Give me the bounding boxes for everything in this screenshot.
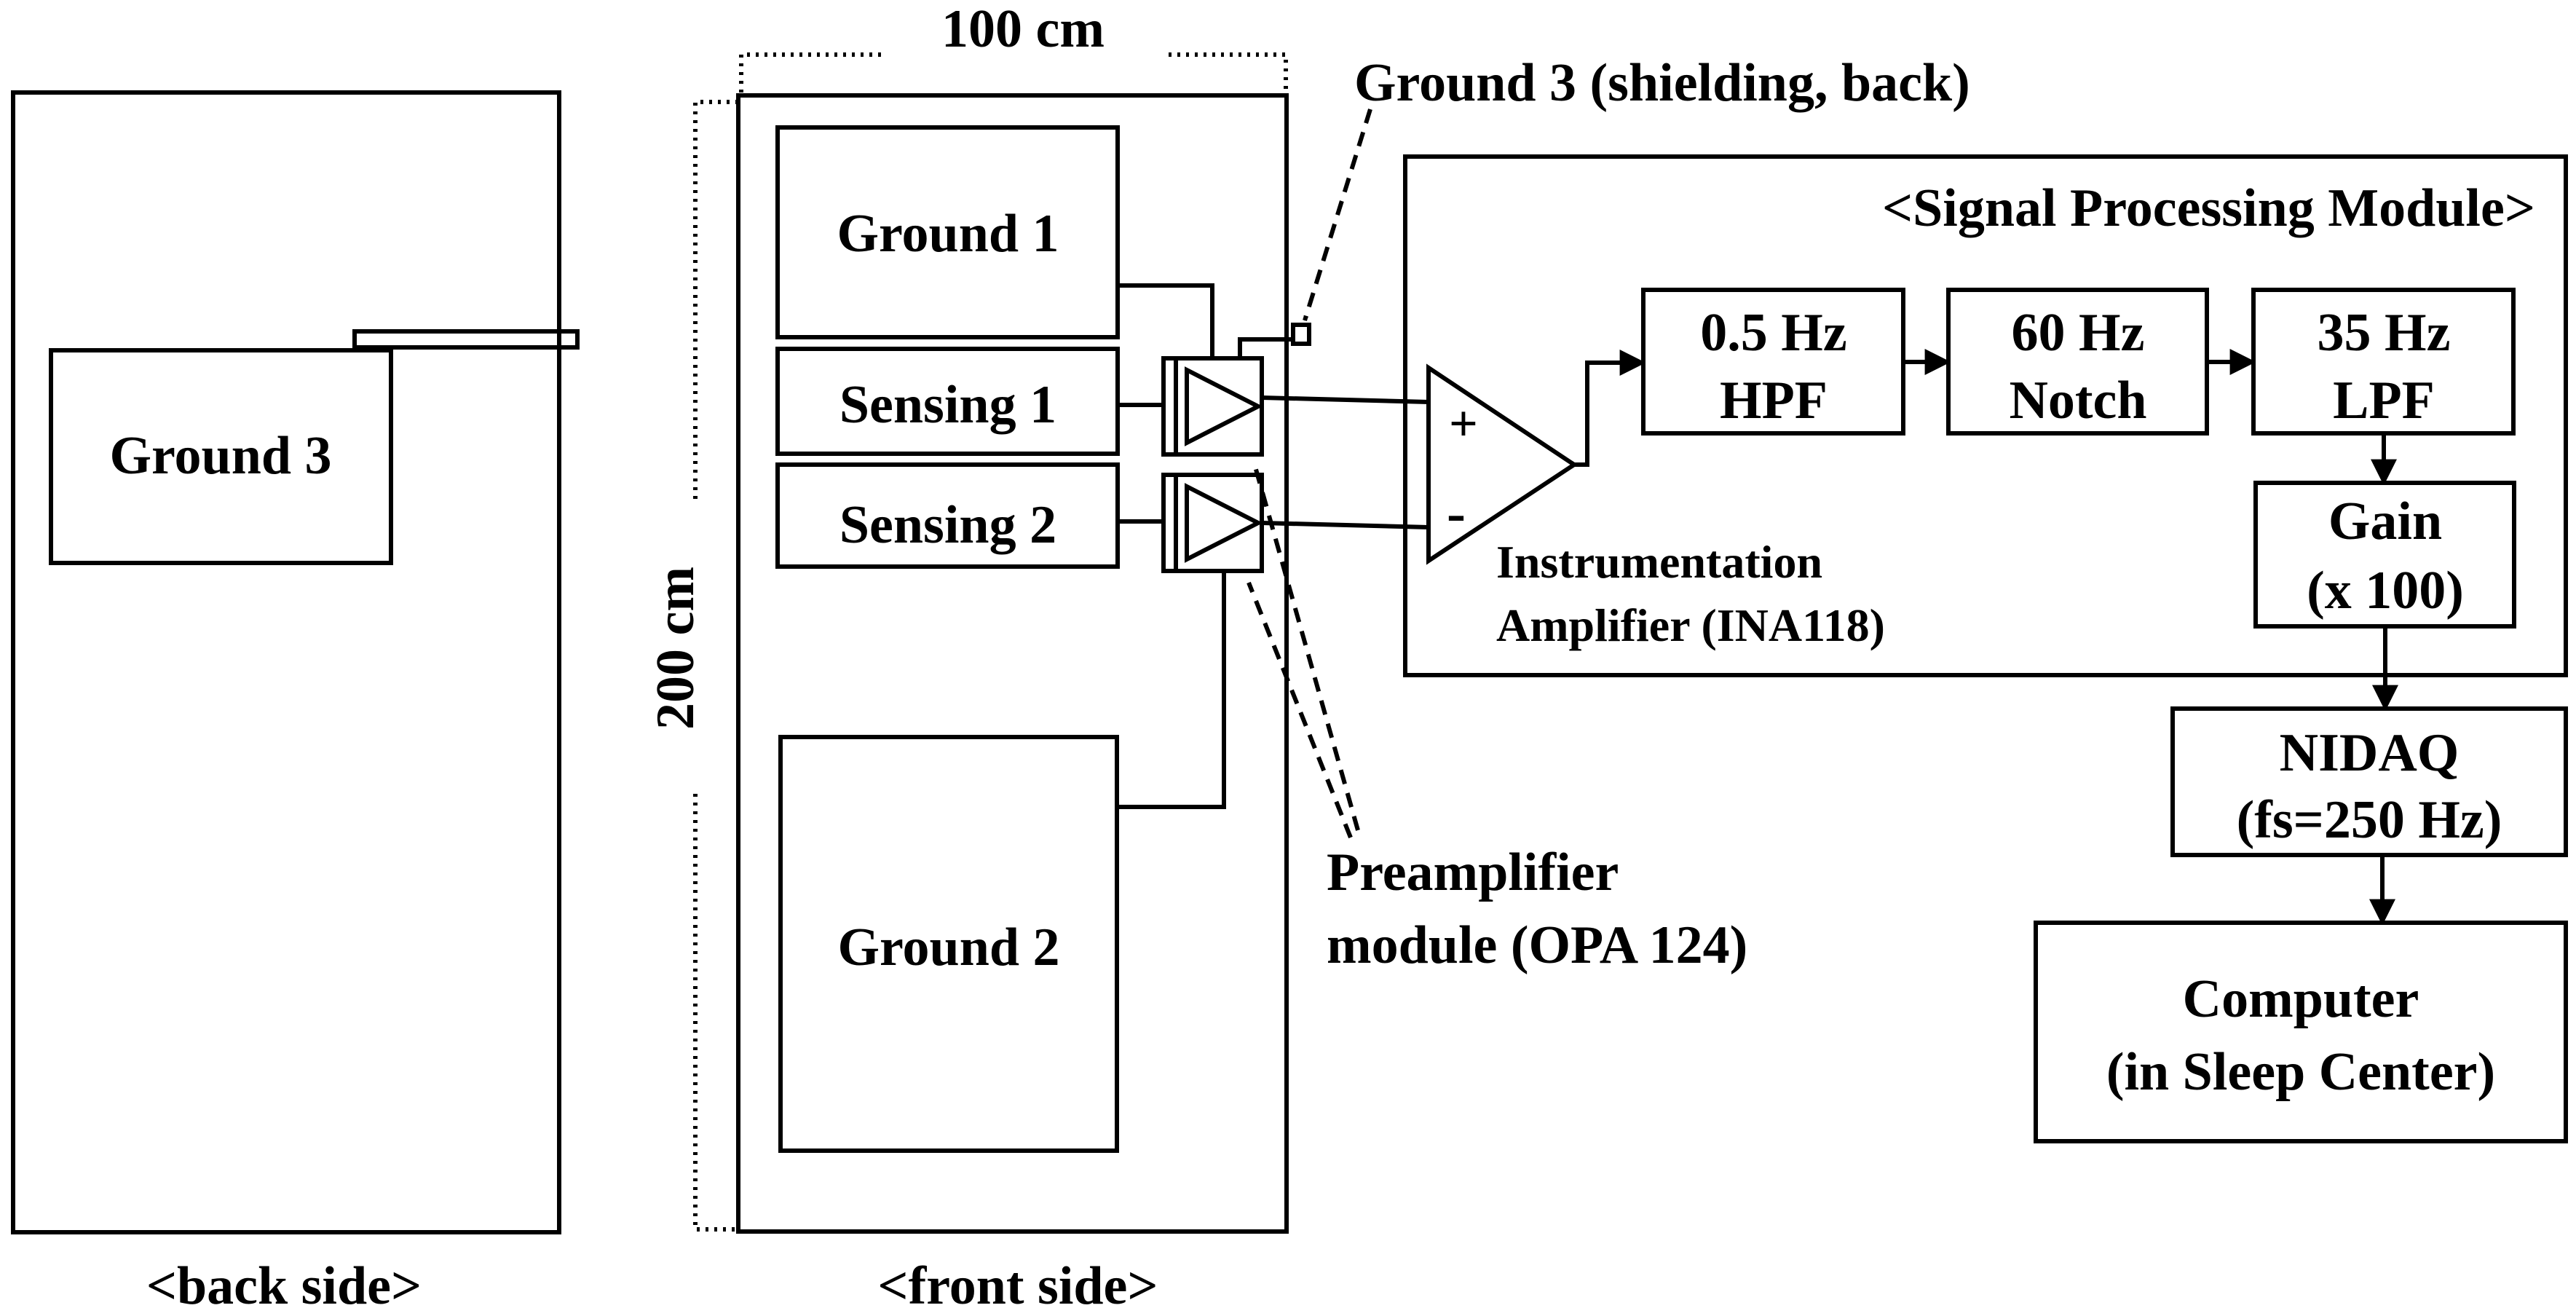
nidaq-block <box>2170 706 2568 857</box>
module-title: <Signal Processing Module> <box>1882 178 2535 238</box>
front-side-caption: <front side> <box>877 1256 1158 1316</box>
ground1-electrode <box>775 125 1120 339</box>
amp-plus-sign: + <box>1449 396 1478 452</box>
lpf-label-line1: 35 Hz <box>2318 303 2451 363</box>
height-dimension-label: 200 cm <box>646 567 706 730</box>
dimension-marks: 100 cm 200 cm <box>646 0 1288 1232</box>
hpf-block <box>1641 288 1905 436</box>
instrumentation-amplifier <box>1426 363 1579 565</box>
sensing1-signal-wire <box>1261 395 1429 404</box>
gain-label-line2: (x 100) <box>2307 561 2464 620</box>
ina-label-line2: Amplifier (INA118) <box>1496 599 1885 651</box>
callouts: Ground 3 (shielding, back) Preamplifier … <box>1246 53 1970 975</box>
ground1-wire <box>1118 283 1214 358</box>
shield-tab <box>1291 323 1311 346</box>
ground3-back-electrode <box>49 348 393 565</box>
computer-label-line1: Computer <box>2183 969 2419 1029</box>
ground3-back-label: Ground 3 <box>109 426 331 486</box>
notch-label-line1: 60 Hz <box>2012 303 2145 363</box>
preamp-label-line2: module (OPA 124) <box>1327 915 1747 975</box>
hpf-label-line2: HPF <box>1720 371 1828 430</box>
ground2-label: Ground 2 <box>837 918 1059 977</box>
lpf-block <box>2251 288 2516 436</box>
sensing1-label: Sensing 1 <box>839 375 1056 435</box>
computer-block <box>2034 921 2568 1143</box>
ground2-electrode <box>778 735 1119 1153</box>
gain-label-line1: Gain <box>2328 492 2442 551</box>
preamp-label-line1: Preamplifier <box>1327 843 1619 902</box>
sensing2-signal-wire <box>1261 521 1429 529</box>
preamp-1 <box>1161 356 1264 457</box>
nidaq-label-line1: NIDAQ <box>2280 723 2460 783</box>
amp-minus-sign: - <box>1447 481 1466 544</box>
front-side-panel: Ground 1 Sensing 1 Sensing 2 Ground 2 <f… <box>736 93 1311 1316</box>
hpf-label-line1: 0.5 Hz <box>1700 303 1846 363</box>
notch-block <box>1946 288 2209 436</box>
ground3-shielding-label: Ground 3 (shielding, back) <box>1354 53 1970 113</box>
nidaq-label-line2: (fs=250 Hz) <box>2237 790 2502 850</box>
back-side-panel: Ground 3 <back side> <box>11 90 580 1316</box>
back-side-caption: <back side> <box>146 1256 422 1316</box>
shield-wire <box>1238 337 1293 358</box>
computer-label-line2: (in Sleep Center) <box>2106 1042 2495 1102</box>
ina-to-hpf-arrow <box>1574 350 1646 467</box>
ground2-wire <box>1118 571 1226 809</box>
lpf-label-line2: LPF <box>2333 371 2435 430</box>
ground3-back-tab <box>352 329 580 350</box>
ground1-label: Ground 1 <box>837 204 1059 264</box>
sensing1-electrode <box>775 347 1120 456</box>
sensing2-label: Sensing 2 <box>839 495 1056 555</box>
signal-processing-module: <Signal Processing Module> + - Instrumen… <box>1261 154 2568 677</box>
notch-label-line2: Notch <box>2009 371 2146 430</box>
width-dimension-label: 100 cm <box>941 0 1105 59</box>
sensing2-electrode <box>775 462 1120 569</box>
gain-block <box>2253 481 2516 629</box>
preamp-2 <box>1161 473 1264 573</box>
ina-label-line1: Instrumentation <box>1496 536 1822 588</box>
